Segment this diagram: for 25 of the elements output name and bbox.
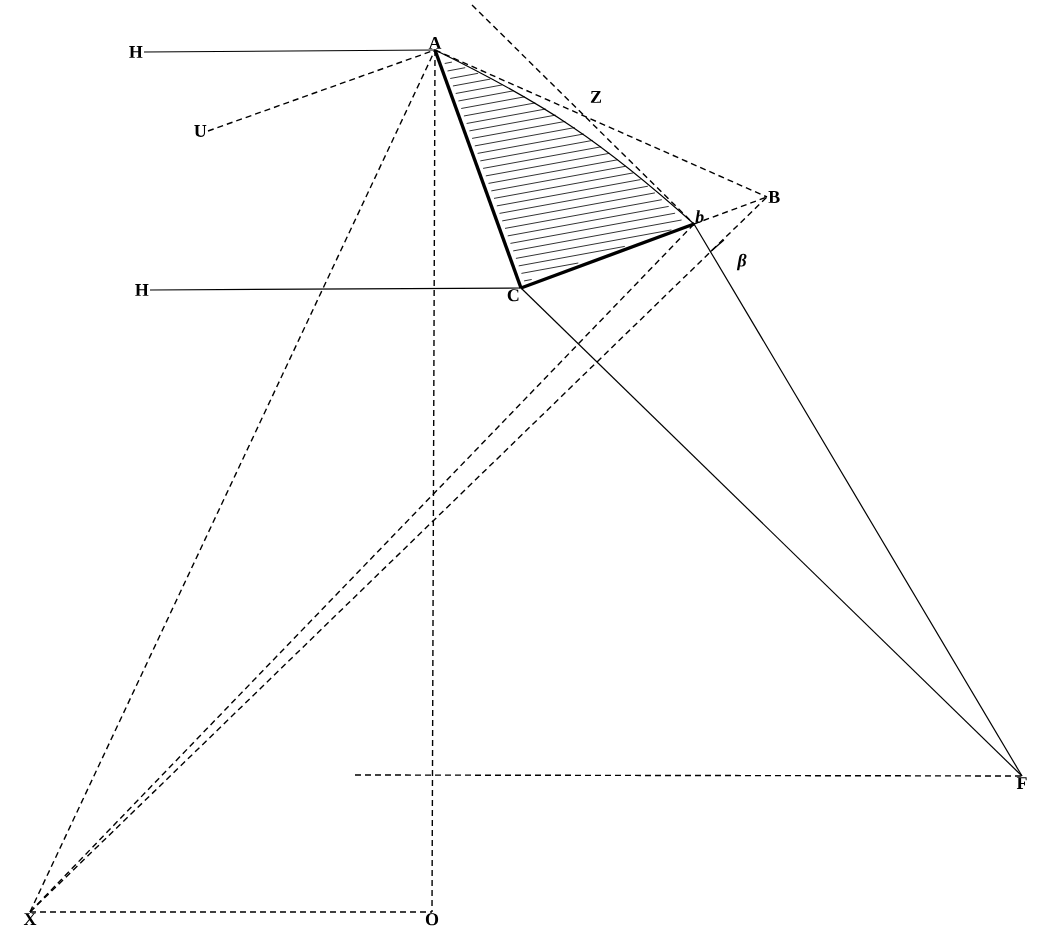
- line: [434, 49, 768, 198]
- point-label: B: [768, 191, 780, 203]
- point-label: H: [129, 46, 143, 58]
- line: [207, 49, 436, 132]
- line: [143, 49, 436, 53]
- point-label: X: [23, 913, 37, 925]
- point-label: b: [695, 210, 704, 223]
- line: [433, 49, 523, 289]
- line: [520, 287, 1023, 777]
- line: [693, 196, 768, 225]
- line: [149, 287, 522, 291]
- point-label: C: [507, 289, 519, 302]
- point-label: Z: [590, 91, 602, 103]
- point-label: β: [736, 253, 747, 271]
- line: [354, 774, 1023, 777]
- point-label: O: [425, 913, 439, 926]
- line: [693, 223, 1023, 777]
- line: [29, 911, 433, 913]
- point-label: H: [135, 284, 149, 296]
- point-label: F: [1016, 777, 1027, 789]
- line: [431, 49, 436, 913]
- line: [471, 4, 695, 225]
- point-label: A: [428, 36, 442, 49]
- line: [520, 222, 695, 290]
- point-label: U: [194, 125, 207, 137]
